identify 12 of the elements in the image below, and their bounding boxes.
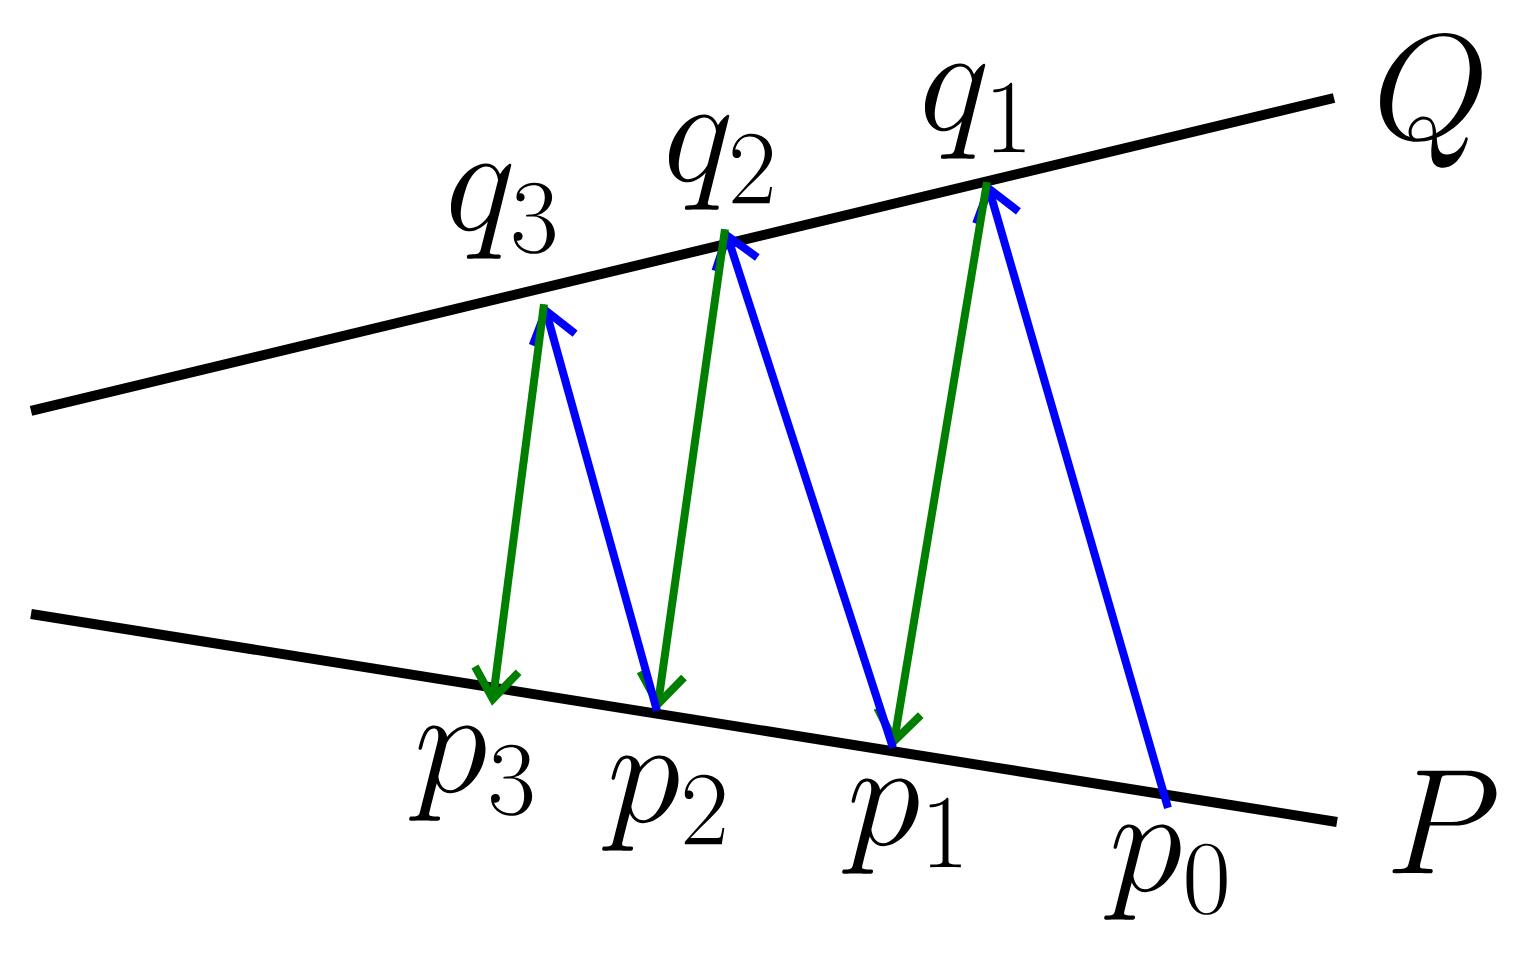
line-label: $P$ xyxy=(1392,770,1497,874)
point-label: $p_3$ xyxy=(409,725,533,821)
point-label: $p_1$ xyxy=(842,778,961,874)
arrow xyxy=(711,229,897,749)
point-label: $p_0$ xyxy=(1104,824,1227,920)
point-label: $q_2$ xyxy=(668,114,773,210)
arrow xyxy=(972,182,1172,809)
point-label: $q_3$ xyxy=(450,163,555,259)
point-label: $q_1$ xyxy=(924,63,1025,159)
arrow xyxy=(471,303,548,706)
point-label: $p_2$ xyxy=(602,755,725,851)
line-label: $Q$ xyxy=(1380,33,1482,168)
